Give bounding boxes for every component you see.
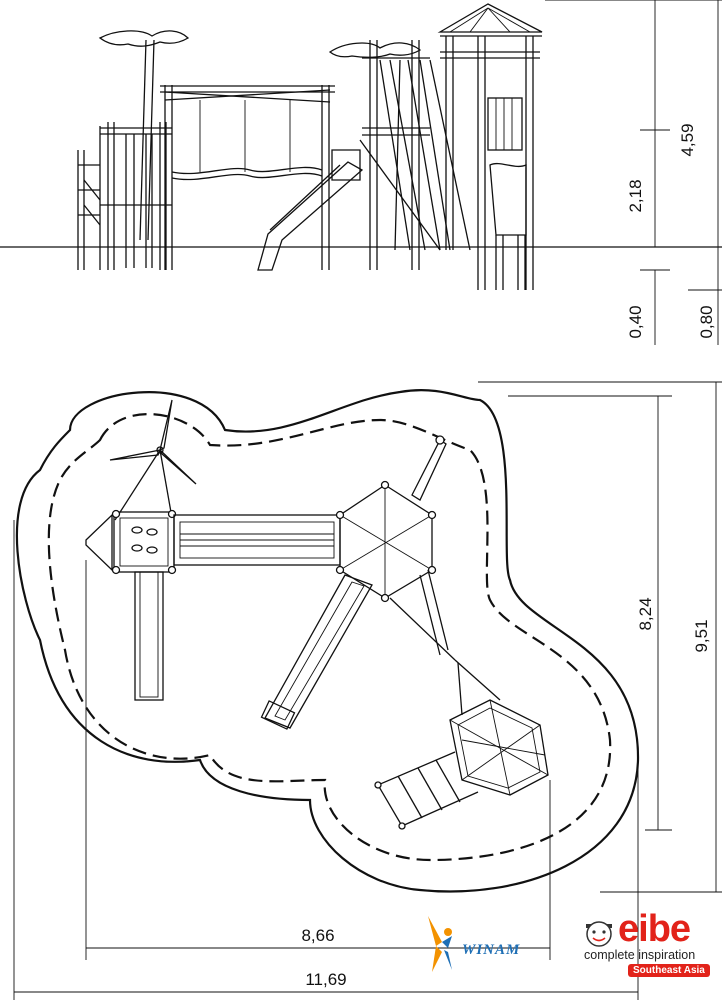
- bridge: [160, 85, 335, 270]
- dim-platform-height: 2,18: [626, 179, 645, 212]
- impact-area-dashed: [47, 413, 612, 862]
- winam-figure-icon: [428, 916, 452, 972]
- plan-ladder: [374, 751, 479, 830]
- eibe-face-icon: [586, 921, 612, 947]
- safety-zone-outer: [15, 389, 640, 893]
- windmill: [109, 399, 197, 521]
- hut-connector: [389, 569, 501, 716]
- central-tower: [359, 40, 471, 270]
- slide: [257, 149, 364, 271]
- plan-dimensions: [13, 381, 722, 1000]
- left-tower: [77, 122, 172, 270]
- left-platform: [85, 509, 177, 701]
- dim-inner-length: 8,66: [301, 926, 334, 945]
- elevation-dimensions: [545, 0, 722, 345]
- winam-logo: WINAM: [418, 912, 558, 976]
- winam-wordmark: WINAM: [462, 942, 521, 958]
- eibe-tagline: complete inspiration: [584, 948, 696, 962]
- dim-overall-length: 11,69: [305, 970, 346, 989]
- right-hut: [437, 3, 543, 290]
- dim-foundation-depth: 0,40: [626, 305, 645, 338]
- dim-inner-depth: 8,24: [636, 597, 655, 630]
- palm-tree-center: [328, 42, 422, 58]
- plan-hut: [449, 699, 549, 796]
- eibe-wordmark: eibe: [618, 908, 691, 950]
- dim-total-height: 4,59: [678, 123, 697, 156]
- eibe-region-badge: Southeast Asia: [628, 964, 710, 977]
- palm-tree-left: [98, 30, 190, 241]
- dim-post-depth: 0,80: [697, 305, 716, 338]
- bridge-plan: [173, 514, 341, 566]
- eibe-logo: eibe complete inspiration Southeast Asia: [582, 908, 718, 978]
- plan-view: 8,66 11,69 8,24 9,51: [13, 381, 722, 1000]
- elevation-view: 4,59 2,18 0,40 0,80: [0, 0, 722, 345]
- dim-overall-depth: 9,51: [692, 619, 711, 652]
- plan-slide: [260, 574, 373, 730]
